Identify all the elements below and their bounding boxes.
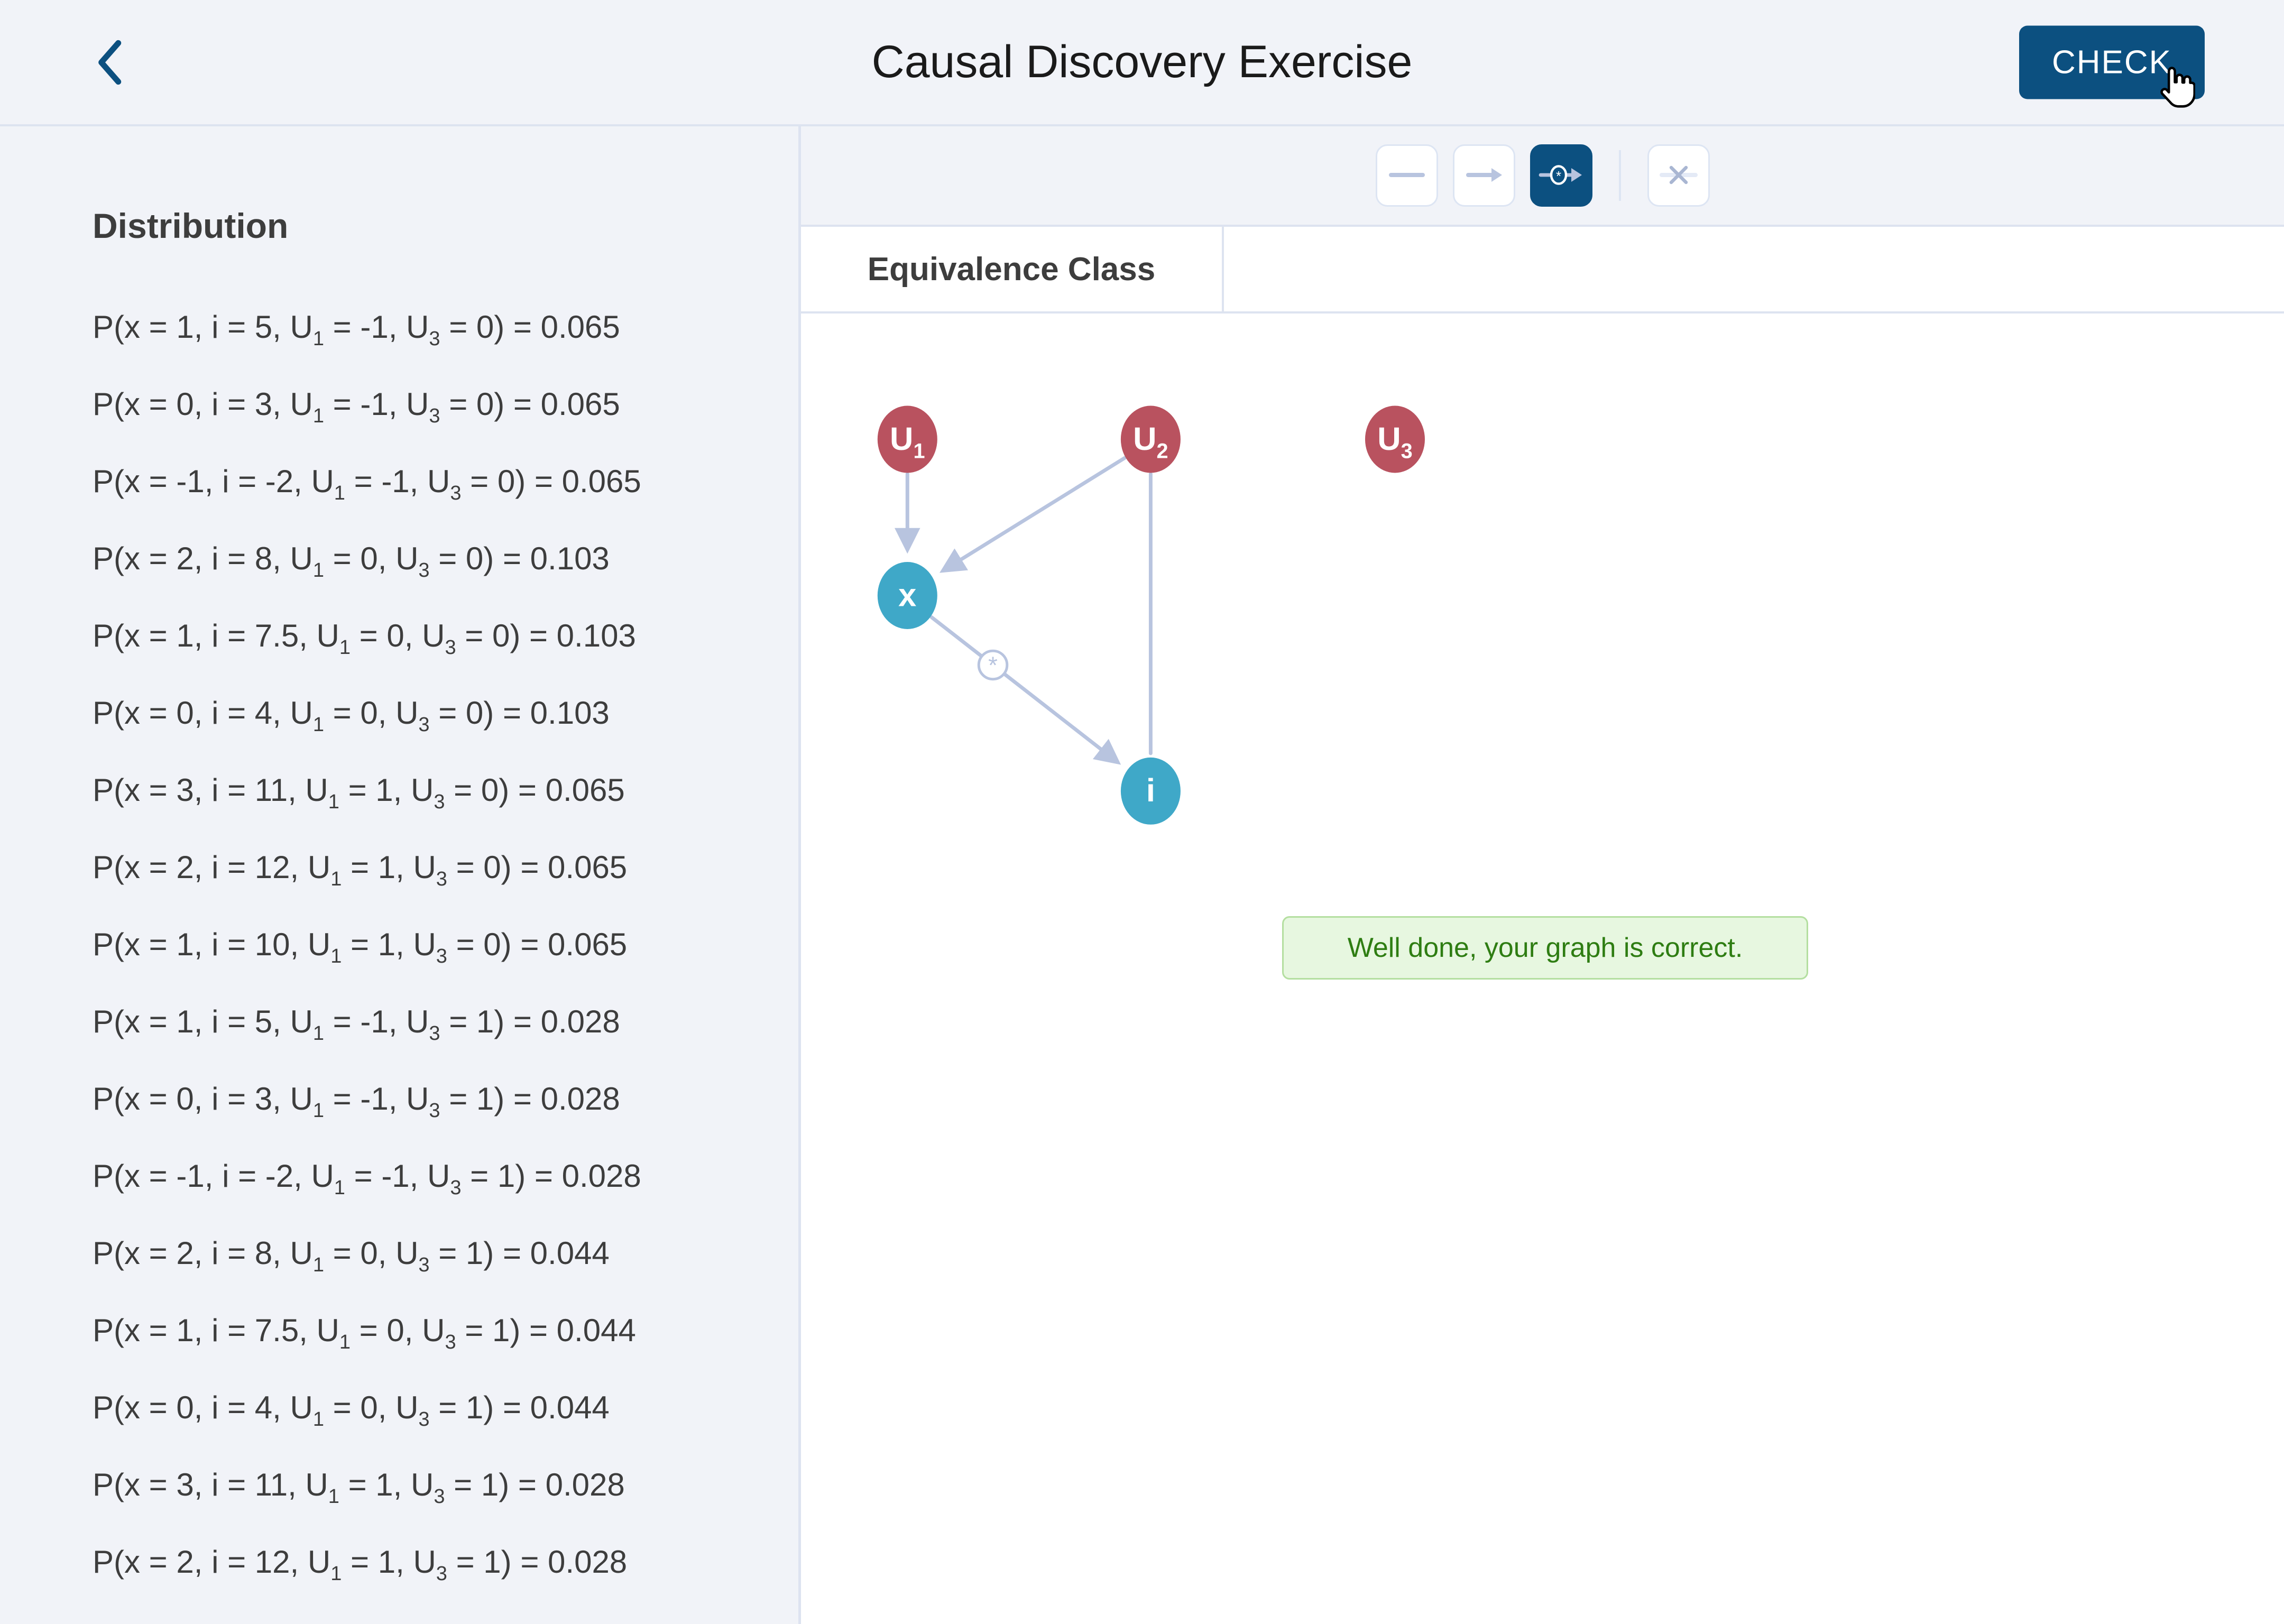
edge-tool-group: * xyxy=(1375,144,1710,207)
graph-node-U1[interactable]: U1 xyxy=(877,405,937,473)
graph-node-U2[interactable]: U2 xyxy=(1120,405,1181,473)
distribution-item: P(x = 1, i = 7.5, U1 = 0, U3 = 0) = 0.10… xyxy=(93,618,636,659)
distribution-sidebar: Distribution P(x = 1, i = 5, U1 = -1, U3… xyxy=(0,126,801,1624)
distribution-item: P(x = 1, i = 5, U1 = -1, U3 = 1) = 0.028 xyxy=(93,1004,620,1045)
edge-layer: * xyxy=(895,456,1153,765)
distribution-item: P(x = -1, i = -2, U1 = -1, U3 = 1) = 0.0… xyxy=(93,1158,641,1199)
graph-canvas[interactable]: * U1 U2 U3 x i Well done, your graph is corre… xyxy=(801,313,2284,1624)
distribution-item: P(x = 1, i = 10, U1 = 1, U3 = 0) = 0.065 xyxy=(93,927,628,967)
distribution-item: P(x = 0, i = 3, U1 = -1, U3 = 0) = 0.065 xyxy=(93,386,620,427)
distribution-item: P(x = 0, i = 4, U1 = 0, U3 = 1) = 0.044 xyxy=(93,1390,610,1431)
distribution-item: P(x = 1, i = 10, U1 = 1, U3 = 1) = 0.028 xyxy=(93,1607,798,1624)
graph-edge-U2-x[interactable] xyxy=(939,456,1127,573)
distribution-item: P(x = 2, i = 12, U1 = 1, U3 = 0) = 0.065 xyxy=(93,850,628,890)
distribution-item: P(x = 2, i = 8, U1 = 0, U3 = 0) = 0.103 xyxy=(93,541,610,582)
arrow-with-asterisk-icon: * xyxy=(1539,163,1584,188)
graph-panel: * xyxy=(801,126,2284,1624)
delete-edge-tool[interactable] xyxy=(1647,144,1710,207)
arrow-right-icon xyxy=(1464,164,1504,187)
distribution-item: P(x = 2, i = 8, U1 = 0, U3 = 1) = 0.044 xyxy=(93,1235,610,1276)
distribution-item: P(x = 1, i = 7.5, U1 = 0, U3 = 1) = 0.04… xyxy=(93,1313,636,1353)
back-button[interactable] xyxy=(79,31,143,94)
feedback-banner: Well done, your graph is correct. xyxy=(1282,916,1808,980)
node-label: x xyxy=(898,577,916,613)
check-button[interactable]: CHECK xyxy=(2019,25,2205,99)
graph-node-i[interactable]: i xyxy=(1120,757,1181,825)
causal-graph[interactable]: * U1 U2 U3 x i xyxy=(801,313,2284,1624)
distribution-item: P(x = 2, i = 12, U1 = 1, U3 = 1) = 0.028 xyxy=(93,1544,628,1585)
chevron-left-icon xyxy=(82,33,140,91)
feedback-message: Well done, your graph is correct. xyxy=(1347,933,1743,963)
line-icon xyxy=(1387,164,1427,187)
graph-node-U3[interactable]: U3 xyxy=(1365,405,1425,473)
distribution-list: P(x = 1, i = 5, U1 = -1, U3 = 0) = 0.065… xyxy=(93,294,798,1624)
distribution-item: P(x = -1, i = -2, U1 = -1, U3 = 0) = 0.0… xyxy=(93,464,641,504)
distribution-item: P(x = 1, i = 5, U1 = -1, U3 = 0) = 0.065 xyxy=(93,309,620,350)
latent-asterisk-marker[interactable] xyxy=(977,649,1009,681)
sidebar-title: Distribution xyxy=(93,206,289,245)
crossed-line-icon xyxy=(1659,163,1699,188)
page-title: Causal Discovery Exercise xyxy=(871,36,1413,87)
distribution-item: P(x = 3, i = 11, U1 = 1, U3 = 1) = 0.028 xyxy=(93,1467,625,1508)
node-layer: U1 U2 U3 x i xyxy=(877,405,1425,825)
tab-strip: Equivalence Class xyxy=(801,227,2284,313)
graph-edge-x-i[interactable] xyxy=(929,615,1121,765)
distribution-item: P(x = 0, i = 4, U1 = 0, U3 = 0) = 0.103 xyxy=(93,695,610,736)
undirected-edge-tool[interactable] xyxy=(1375,144,1438,207)
svg-text:*: * xyxy=(1555,168,1561,183)
graph-node-x[interactable]: x xyxy=(877,562,937,629)
directed-edge-tool[interactable] xyxy=(1452,144,1515,207)
tab-equivalence-class[interactable]: Equivalence Class xyxy=(801,227,1224,311)
body-container: Distribution P(x = 1, i = 5, U1 = -1, U3… xyxy=(0,126,2284,1624)
asterisk-glyph: * xyxy=(988,652,998,679)
distribution-item: P(x = 0, i = 3, U1 = -1, U3 = 1) = 0.028 xyxy=(93,1081,620,1122)
node-label: i xyxy=(1146,772,1155,809)
distribution-item: P(x = 3, i = 11, U1 = 1, U3 = 0) = 0.065 xyxy=(93,772,625,813)
app-header: Causal Discovery Exercise CHECK xyxy=(0,0,2284,126)
latent-edge-tool[interactable]: * xyxy=(1530,144,1592,207)
toolbar-divider xyxy=(1618,150,1621,201)
edge-toolbar: * xyxy=(801,126,2284,227)
